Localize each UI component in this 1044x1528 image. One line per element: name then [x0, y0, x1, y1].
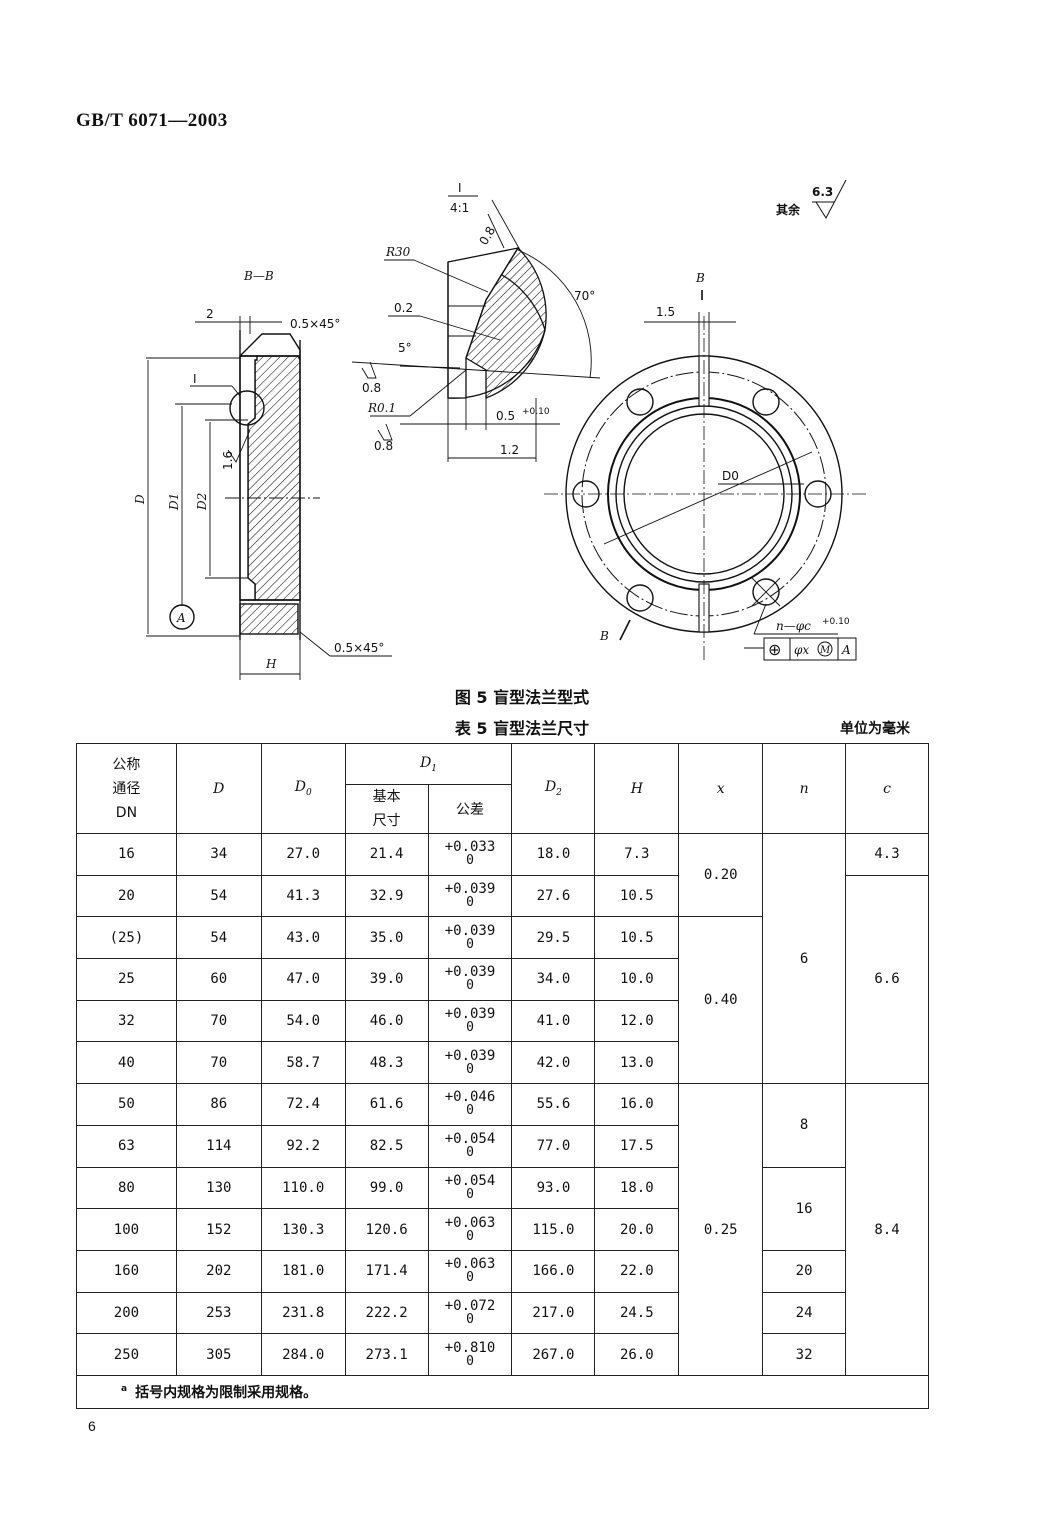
x-group: 0.25	[678, 1083, 764, 1376]
header-x: x	[678, 743, 764, 834]
c-group: 4.3	[845, 833, 929, 876]
dim-width-2: 2	[206, 307, 214, 321]
c-group: 8.4	[845, 1083, 929, 1376]
front-view	[544, 290, 866, 661]
roughness-rest-label: 其余	[776, 202, 801, 217]
header-D1-tolerance: 公差	[427, 784, 513, 834]
frame-modifier: M	[819, 645, 831, 656]
dim-chamfer-bottom: 0.5×45°	[334, 641, 384, 655]
n-group: 32	[762, 1333, 847, 1376]
section-view: B—B	[146, 269, 392, 680]
section-label: B—B	[243, 269, 274, 283]
table-caption: 表 5 盲型法兰尺寸	[454, 719, 590, 738]
detail-marker: I	[193, 372, 197, 386]
rough-0-8-a: 0.8	[362, 381, 381, 395]
n-group: 20	[762, 1249, 847, 1293]
flange-drawing: B—B	[133, 179, 866, 680]
dim-1-2: 1.2	[500, 443, 519, 457]
dim-0-5-tol-sup: +0.10	[522, 407, 550, 417]
header-D: D	[175, 743, 262, 834]
dim-D1: D1	[167, 493, 181, 511]
n-group: 16	[762, 1166, 847, 1251]
holes-sup: +0.10	[822, 617, 850, 627]
dim-surface-1-6: 1.6	[221, 451, 235, 470]
detail-view	[351, 179, 847, 462]
header-c: c	[845, 743, 929, 834]
dim-0-5-tol: 0.5	[496, 409, 515, 423]
holes-label: n—φc	[776, 619, 811, 633]
header-H: H	[594, 743, 680, 834]
frame-datum: A	[841, 643, 851, 657]
frame-symbol: ⊕	[768, 640, 781, 659]
rough-0-8-b: 0.8	[374, 439, 393, 453]
dim-r0-1: R0.1	[367, 401, 396, 415]
dim-D: D	[133, 494, 147, 505]
detail-scale: 4:1	[450, 201, 469, 215]
n-group: 24	[762, 1291, 847, 1335]
n-group: 8	[762, 1083, 847, 1168]
datum-A: A	[176, 611, 186, 625]
dim-angle-5: 5°	[398, 341, 412, 355]
dim-0-2: 0.2	[394, 301, 413, 315]
dim-H: H	[265, 657, 277, 671]
header-n: n	[762, 743, 847, 834]
unit-note: 单位为毫米	[840, 721, 910, 737]
dim-r30: R30	[385, 245, 411, 259]
cut-label: B	[599, 629, 609, 643]
roughness-rest-value: 6.3	[812, 185, 833, 199]
header-D2: D2	[511, 743, 596, 834]
x-group: 0.40	[678, 916, 764, 1085]
n-group: 6	[762, 832, 847, 1085]
detail-label: I	[458, 181, 462, 195]
dim-chamfer-top: 0.5×45°	[290, 317, 340, 331]
standard-code: GB/T 6071—2003	[76, 110, 228, 131]
dim-D2: D2	[195, 493, 209, 511]
frame-tolerance: φx	[794, 643, 809, 657]
dim-1-5: 1.5	[656, 305, 675, 319]
header-D0: D0	[260, 743, 346, 834]
x-group: 0.20	[678, 832, 764, 918]
header-D1: D1	[344, 743, 513, 785]
view-label: B	[695, 271, 705, 285]
figure-caption: 图 5 盲型法兰型式	[454, 688, 590, 707]
dim-D0: D0	[722, 469, 739, 483]
c-group: 6.6	[845, 874, 929, 1085]
page-number: 6	[88, 1418, 96, 1434]
dim-0-8-top: 0.8	[476, 224, 498, 248]
header-D1-basic: 基本尺寸	[344, 784, 429, 834]
dim-angle-70: 70°	[574, 289, 595, 303]
